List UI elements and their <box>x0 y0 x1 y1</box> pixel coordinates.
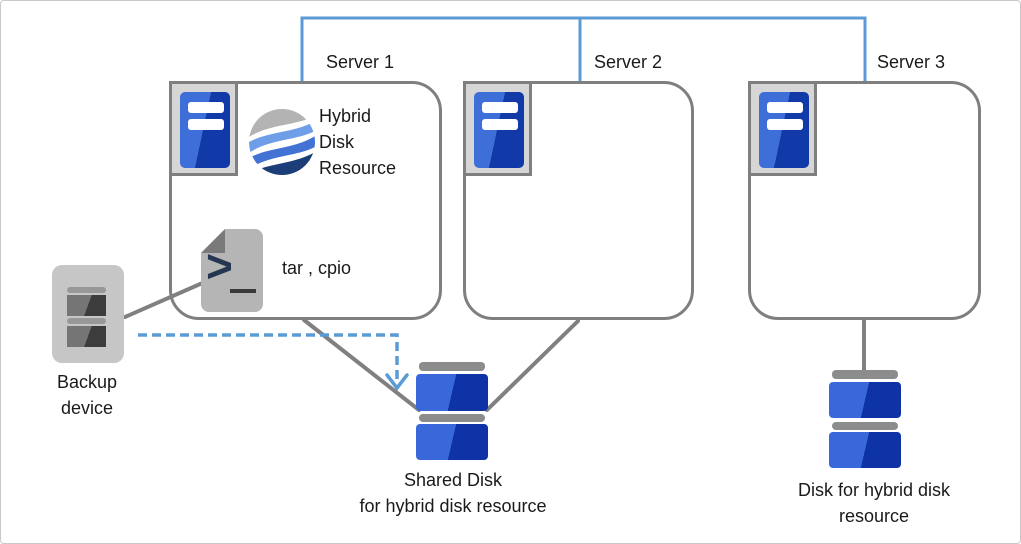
server-tower-icon <box>474 92 524 168</box>
hybrid-resource-line3: Resource <box>319 158 397 178</box>
server-slot-icon <box>188 119 224 130</box>
server-tower-icon <box>759 92 809 168</box>
server-slot-icon <box>767 102 803 113</box>
server-tower-icon <box>180 92 230 168</box>
hybrid-disk-label: Disk for hybrid disk resource <box>754 477 994 529</box>
server-slot-icon <box>482 119 518 130</box>
server2-to-shared-disk-line <box>485 319 580 412</box>
disk-platter-icon <box>829 382 901 418</box>
shared-disk-line1: Shared Disk <box>403 470 503 490</box>
commands-document-icon: > <box>201 229 263 312</box>
shared-disk-line2: for hybrid disk resource <box>359 496 547 516</box>
server3-icon <box>748 81 817 176</box>
interconnect-line <box>300 16 867 81</box>
commands-label: tar , cpio <box>282 258 352 278</box>
server2-label: Server 2 <box>594 52 663 72</box>
backup-device-label: Backup device <box>27 369 147 421</box>
hybrid-disk-line2: resource <box>838 506 910 526</box>
server-slot-icon <box>188 102 224 113</box>
server-slot-icon <box>767 119 803 130</box>
hybrid-disk-line1: Disk for hybrid disk <box>797 480 951 500</box>
backup-device-line2: device <box>60 398 114 418</box>
backup-to-commands-line <box>123 279 209 319</box>
terminal-prompt-glyph: > <box>206 240 233 292</box>
disk-cap-icon <box>419 362 485 371</box>
backup-bay-icon <box>67 326 106 347</box>
backup-bay-icon <box>67 295 106 316</box>
terminal-cursor-icon <box>230 289 256 293</box>
backup-bar-icon <box>67 318 106 324</box>
hybrid-resource-line1: Hybrid <box>319 106 372 126</box>
server1-icon <box>169 81 238 176</box>
backup-device-icon <box>52 265 124 363</box>
shared-disk-label: Shared Disk for hybrid disk resource <box>331 467 575 519</box>
hybrid-resource-line2: Disk <box>319 132 354 152</box>
disk-platter-icon <box>416 424 488 460</box>
server-slot-icon <box>482 102 518 113</box>
disk-platter-icon <box>829 432 901 468</box>
backup-dashed-arrow <box>138 333 399 379</box>
server2-icon <box>463 81 532 176</box>
hybrid-disk-icon <box>829 370 901 468</box>
hybrid-disk-resource-icon <box>249 109 315 175</box>
disk-cap-icon <box>832 422 898 430</box>
hybrid-resource-label: Hybrid Disk Resource <box>319 103 396 181</box>
backup-bar-icon <box>67 287 106 293</box>
shared-disk-icon <box>416 362 488 460</box>
server3-label: Server 3 <box>877 52 946 72</box>
backup-device-line1: Backup <box>56 372 118 392</box>
server1-label: Server 1 <box>326 52 395 72</box>
disk-platter-icon <box>416 374 488 411</box>
disk-cap-icon <box>419 414 485 422</box>
backup-arrowhead <box>385 373 409 391</box>
disk-cap-icon <box>832 370 898 379</box>
